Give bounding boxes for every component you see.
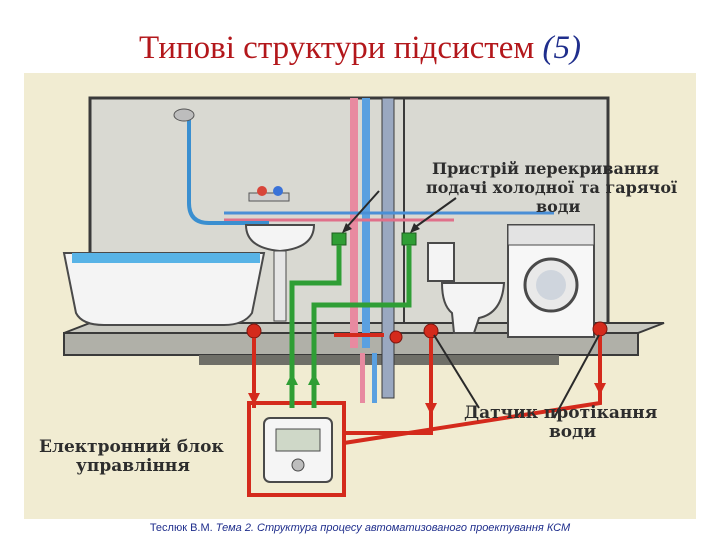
leak-sensor-bath [246,323,262,339]
plumbing-diagram: Пристрій перекривання подачі холодної та… [24,73,696,519]
footer-author: Теслюк В.М. [149,522,213,534]
arrow-down-sensor-toilet [425,403,437,415]
cold-tap-icon [273,186,283,196]
toilet-tank [427,242,455,282]
toilet-bowl [440,282,506,334]
arrow-up-green-left [286,373,298,385]
pointer-arrows [345,190,600,419]
label-leak-sensor-2: води [549,422,596,442]
shutoff-valve-left [331,232,347,246]
arrow-head-valve-left [342,223,352,233]
washing-machine-drum [536,270,566,300]
valve-control-wiring [289,245,412,408]
arrow-head-valve-right [410,223,420,233]
arrow-up-green-right [308,373,320,385]
control-unit-display [275,428,321,452]
label-shutoff-device-2: подачі холодної та гарячої [426,178,677,197]
arrow-down-sensor-washer [594,383,606,395]
slide-title-number: (5) [542,30,581,66]
sensor-wiring [247,333,602,497]
slide-title: Типові структури підсистем (5) [0,30,720,67]
hot-riser-lower [360,353,365,403]
bathtub [62,252,266,326]
washbasin-pedestal [273,250,287,322]
label-shutoff-device-1: Пристрій перекривання [432,159,659,178]
shutoff-valve-right [401,232,417,246]
leak-sensor-riser [389,330,403,344]
shower-hose [187,118,269,225]
label-control-unit-2: управління [76,456,190,476]
arrow-down-sensor-bath [248,393,260,405]
label-control-unit-1: Електронний блок [39,437,224,457]
washing-machine-panel [507,224,595,246]
label-shutoff-device-3: води [536,197,580,216]
floor-beam [199,355,559,365]
leak-sensor-toilet [423,323,439,339]
slide-title-text: Типові структури підсистем [139,30,535,66]
cold-water-riser [362,98,370,348]
hot-water-riser [350,98,358,348]
label-leak-sensor-1: Датчик протікання [464,403,657,423]
cold-riser-lower [372,353,377,403]
sewer-riser [381,97,395,399]
mixer-tap [248,192,290,202]
shower-head [173,108,195,122]
control-unit-button [291,458,305,472]
leak-sensor-washer [592,321,608,337]
hot-tap-icon [257,186,267,196]
slide-footer: Теслюк В.М. Тема 2. Структура процесу ав… [0,522,720,534]
bathtub-water [72,253,260,263]
diagram-svg: Пристрій перекривання подачі холодної та… [39,96,677,497]
footer-topic: Тема 2. Структура процесу автоматизовано… [215,522,571,534]
